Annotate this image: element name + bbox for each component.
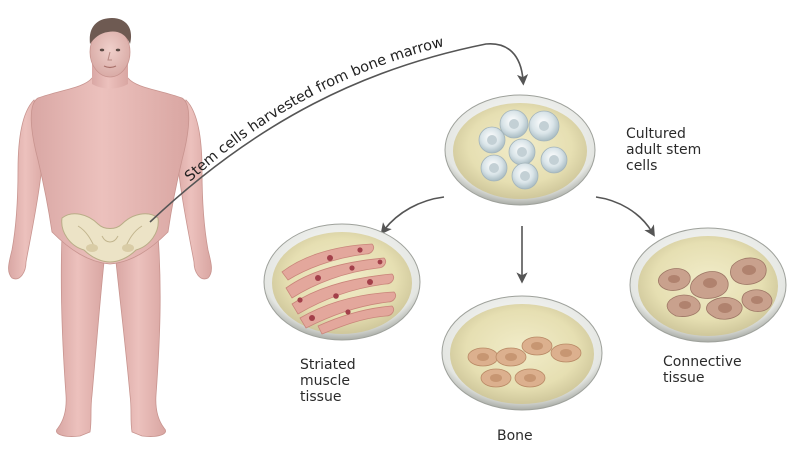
label-line: tissue [300,389,342,405]
muscle-nuclei [297,247,383,321]
arrow-to-connective [595,196,655,237]
label-line: Bone [497,428,533,444]
head [89,18,132,78]
human-figure [8,18,212,437]
label-striated-muscle-tissue: Striated muscle tissue [300,357,356,405]
harvest-arrow [149,43,529,223]
label-cultured-adult-stem-cells: Cultured adult stem cells [626,126,701,174]
label-line: adult stem [626,142,702,158]
dish-striated-muscle [263,223,421,341]
label-line: muscle [300,373,351,389]
label-line: cells [626,158,658,174]
dish-bone [441,295,603,411]
label-line: tissue [663,370,705,386]
label-line: Connective [663,354,742,370]
label-line: Striated [300,357,356,373]
label-line: Cultured [626,126,686,142]
left-leg [56,234,105,437]
dish-connective-tissue [629,227,787,343]
label-bone: Bone [497,428,533,444]
right-leg [115,234,166,437]
stem-cell-group [478,109,568,190]
label-connective-tissue: Connective tissue [663,354,742,386]
dish-cultured-stem-cells [444,94,596,206]
arrow-to-muscle [380,196,445,235]
pelvis-bone [61,213,159,263]
